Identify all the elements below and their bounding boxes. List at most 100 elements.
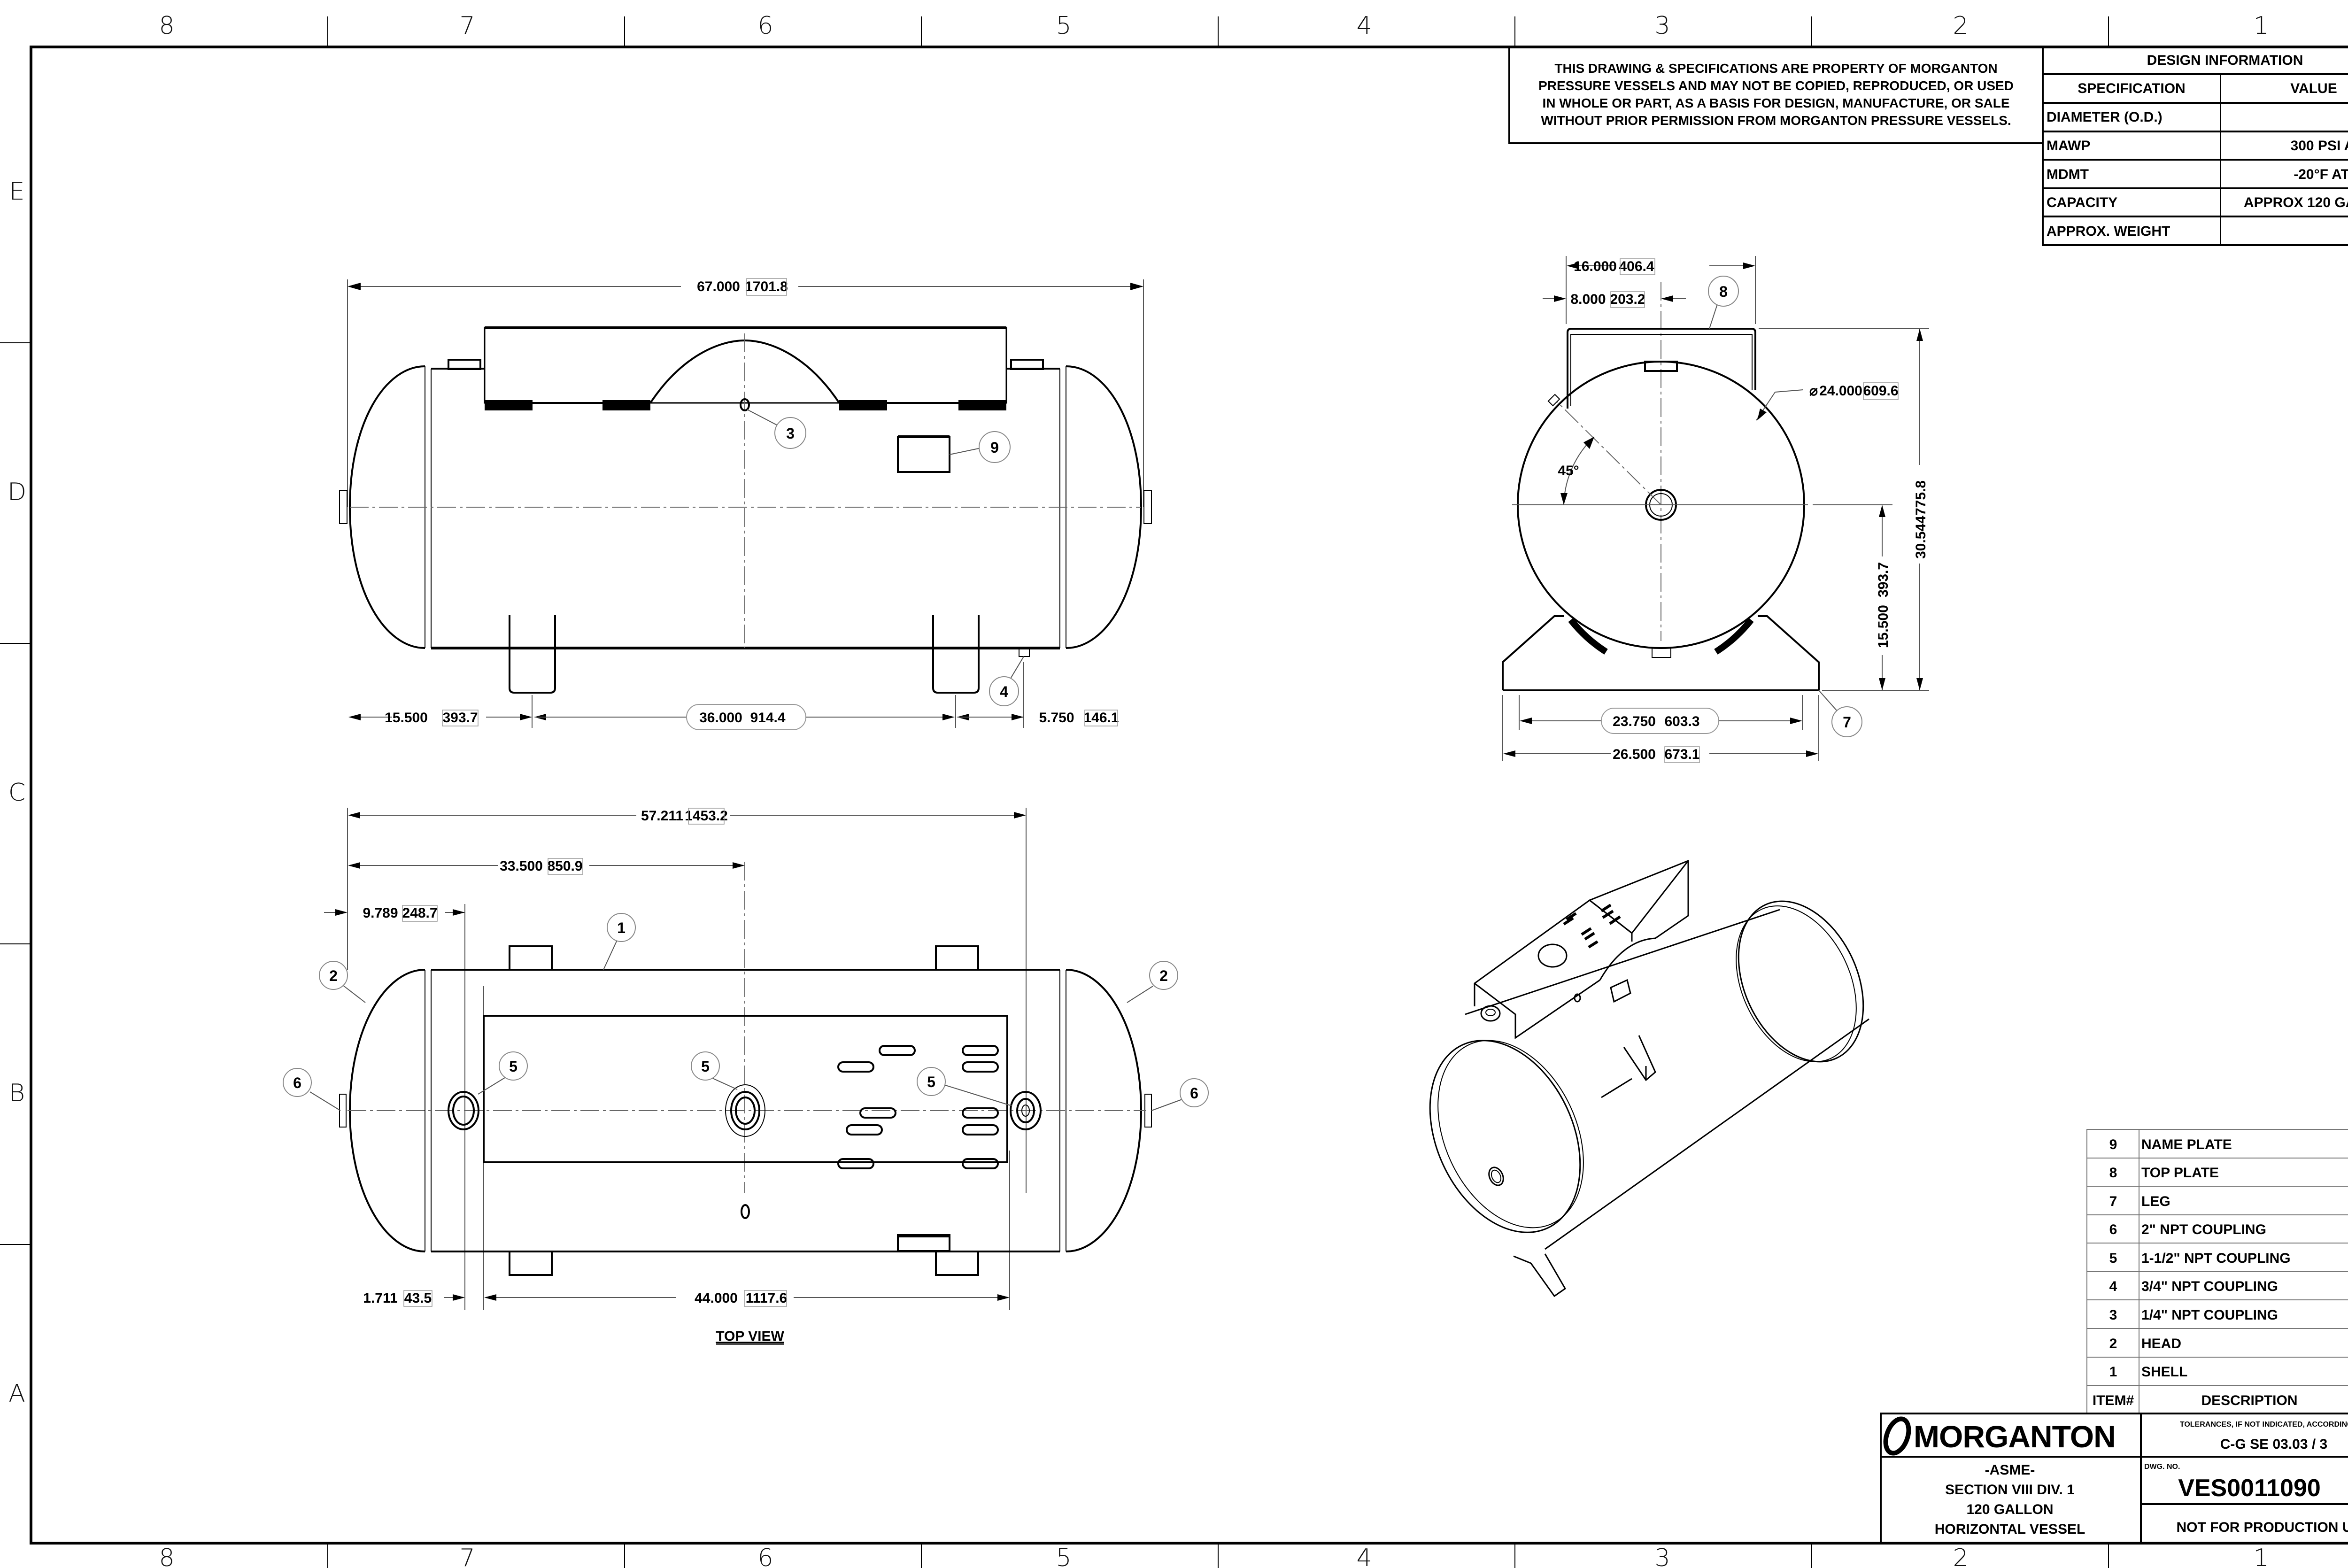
balloon-2-right (1149, 961, 1178, 990)
grid-col-label: 1 (2253, 12, 2269, 40)
grid-col-label: 7 (459, 12, 475, 40)
bom-description: HEAD (2141, 1336, 2181, 1352)
grid-col-label: 3 (1654, 12, 1670, 40)
spec-value: APPROX 120 GALLONS (2244, 195, 2348, 210)
end-view: 16.000 406.4 8.000 203.2 45° ⌀ 24.000 60 (1502, 256, 1929, 763)
spec-label: MDMT (2047, 167, 2089, 182)
dim-diameter-mm: 609.6 (1863, 383, 1898, 399)
dim-end-coupling-in: 9.789 (363, 905, 398, 921)
bom-item-number: 7 (2109, 1194, 2117, 1209)
property-notice: THIS DRAWING & SPECIFICATIONS ARE PROPER… (1508, 47, 2043, 144)
dim-plate-half-in: 8.000 (1570, 292, 1606, 307)
dim-plate-half-mm: 203.2 (1610, 292, 1645, 307)
bom-header-description: DESCRIPTION (2201, 1393, 2297, 1408)
bom-item-number: 2 (2109, 1336, 2117, 1352)
dim-plate-length-mm: 1117.6 (746, 1290, 787, 1306)
balloon-label: 6 (293, 1074, 301, 1091)
dim-leg-hole-spacing-in: 23.750 (1613, 714, 1656, 729)
bom-description: LEG (2141, 1194, 2170, 1209)
balloon-label: 3 (786, 425, 795, 442)
dim-leg-spacing-in: 36.000 (699, 710, 742, 726)
dim-top-overall-mm: 1453.2 (685, 808, 728, 824)
grid-col-label: 8 (159, 1544, 174, 1568)
dwg-no-value: VES0011090 (2178, 1475, 2321, 1502)
spec-label: DIAMETER (O.D.) (2047, 109, 2163, 125)
bom-item-number: 4 (2109, 1279, 2117, 1294)
view-label-top-view: TOP VIEW (716, 1329, 784, 1344)
dim-plate-width-mm: 406.4 (1619, 259, 1654, 274)
bom-item-number: 3 (2109, 1307, 2117, 1323)
grid-column-labels-top: 8 7 6 5 4 3 2 1 (159, 12, 2269, 40)
grid-row-label: D (8, 478, 26, 506)
grid-col-label: 3 (1654, 1544, 1670, 1568)
grid-row-label: C (8, 779, 25, 807)
top-view: 57.211 1453.2 33.500 850.9 9.789 248.7 (283, 808, 1209, 1345)
grid-column-labels-bottom: 8 7 6 5 4 3 2 1 (159, 1544, 2269, 1568)
grid-col-label: 5 (1056, 1544, 1071, 1568)
angle-label: 45° (1558, 463, 1579, 479)
dim-leg-width-in: 26.500 (1613, 747, 1656, 762)
dim-plate-length-in: 44.000 (695, 1290, 738, 1306)
notice-line: PRESSURE VESSELS AND MAY NOT BE COPIED, … (1538, 78, 2014, 93)
grid-row-label: E (9, 178, 25, 206)
balloon-label: 8 (1719, 283, 1728, 300)
front-view: 67.000 1701.8 (339, 278, 1152, 730)
balloon-5-center (691, 1051, 720, 1081)
balloon-6-right (1180, 1078, 1209, 1107)
vessel-description-line: -ASME- (1985, 1462, 2035, 1478)
dim-plate-offset-mm: 43.5 (404, 1290, 432, 1306)
grid-col-label: 2 (1953, 1544, 1968, 1568)
grid-col-label: 2 (1953, 12, 1968, 40)
spec-label: APPROX. WEIGHT (2047, 224, 2170, 239)
logo-text: MORGANTON (1914, 1419, 2116, 1454)
notice-line: THIS DRAWING & SPECIFICATIONS ARE PROPER… (1554, 61, 1997, 76)
bom-item-number: 6 (2109, 1222, 2117, 1237)
balloon-9 (979, 431, 1011, 463)
bom-description: NAME PLATE (2141, 1137, 2232, 1152)
design-info-header-value: VALUE (2290, 81, 2337, 96)
balloon-5-left (499, 1051, 528, 1081)
balloon-7 (1831, 706, 1862, 737)
grid-col-label: 6 (757, 1544, 773, 1568)
balloon-label: 6 (1190, 1085, 1198, 1102)
grid-col-label: 8 (159, 12, 174, 40)
top-plate-slots (837, 1045, 999, 1169)
spec-label: MAWP (2047, 138, 2090, 154)
balloon-5-right (917, 1067, 946, 1096)
design-information-table: DESIGN INFORMATION SPECIFICATION VALUE D… (2042, 46, 2348, 246)
grid-col-label: 1 (2253, 1544, 2269, 1568)
vessel-description-line: 120 GALLON (1966, 1502, 2053, 1517)
balloon-1 (607, 913, 636, 942)
isometric-view (1429, 859, 1869, 1298)
bom-header-item: ITEM# (2093, 1393, 2134, 1408)
grid-row-labels-left: E D C B A (8, 178, 26, 1408)
bom-description: TOP PLATE (2141, 1165, 2219, 1181)
dim-leg-spacing-mm: 914.4 (750, 710, 785, 726)
dim-leg-offset-mm: 393.7 (442, 710, 478, 726)
dim-overall-length-in: 67.000 (697, 279, 740, 294)
dim-plate-offset-in: 1.711 (363, 1290, 397, 1306)
bom-item-number: 5 (2109, 1251, 2117, 1266)
balloon-4 (989, 676, 1019, 706)
balloon-3 (774, 417, 806, 449)
diameter-symbol: ⌀ (1809, 383, 1818, 399)
balloon-label: 7 (1843, 714, 1851, 731)
bom-description: 1-1/2" NPT COUPLING (2141, 1251, 2291, 1266)
bom-item-number: 8 (2109, 1165, 2117, 1181)
grid-row-label: A (8, 1380, 25, 1408)
grid-col-label: 7 (459, 1544, 475, 1568)
dim-center-height-in: 15.500 (1876, 605, 1891, 648)
balloon-label: 5 (701, 1058, 710, 1075)
grid-col-label: 4 (1356, 12, 1372, 40)
bom-description: 3/4" NPT COUPLING (2141, 1279, 2278, 1294)
production-status: NOT FOR PRODUCTION USE (2176, 1520, 2348, 1535)
balloon-8 (1708, 276, 1739, 307)
dim-center-coupling-in: 33.500 (500, 858, 543, 874)
dim-overall-length-mm: 1701.8 (745, 279, 788, 294)
tolerance-label: TOLERANCES, IF NOT INDICATED, ACCORDING … (2180, 1421, 2348, 1429)
sheet-border (0, 16, 2348, 1568)
dim-plate-width-in: 16.000 (1574, 259, 1617, 274)
balloon-label: 9 (990, 439, 999, 456)
balloon-2-left (319, 961, 348, 990)
